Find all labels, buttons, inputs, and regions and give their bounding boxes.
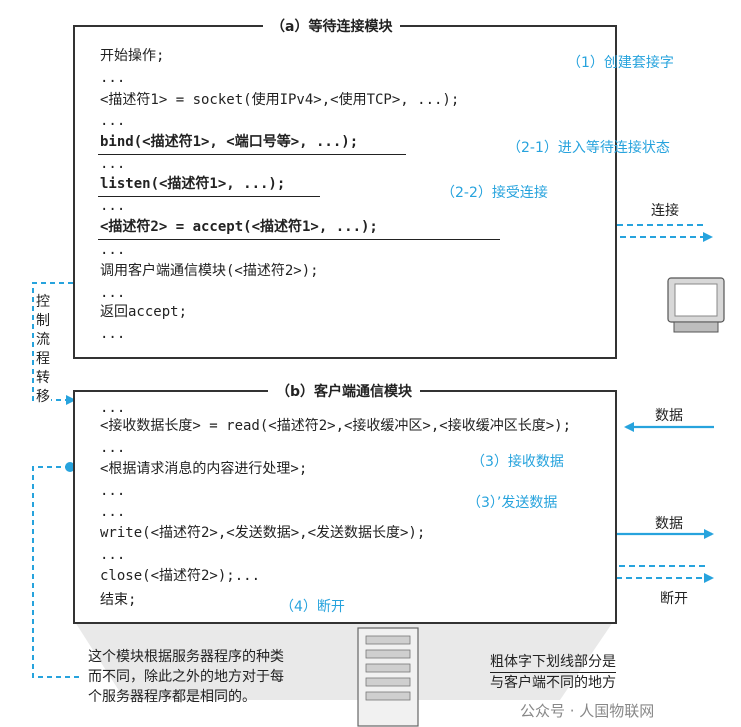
code-line-a1: ... — [100, 70, 126, 86]
annotation-receive-data: （3）接收数据 — [471, 454, 564, 470]
underline-bind — [98, 154, 406, 155]
code-line-b4: ... — [100, 483, 126, 499]
annotation-wait-connection: （2-1）进入等待连接状态 — [507, 140, 670, 156]
code-line-listen: listen(<描述符1>, ...); — [100, 176, 286, 192]
annotation-accept-connection: （2-2）接受连接 — [441, 185, 548, 201]
control-transfer-char: 转 — [36, 370, 50, 386]
label-data-out: 数据 — [655, 516, 683, 532]
legend-note-line: 与客户端不同的地方 — [490, 675, 616, 691]
code-line-end: 结束; — [100, 592, 137, 608]
control-transfer-char: 流 — [36, 332, 50, 348]
label-disconnect: 断开 — [660, 591, 688, 607]
code-line-write: write(<描述符2>,<发送数据>,<发送数据长度>); — [100, 525, 426, 541]
code-line-a11: ... — [100, 285, 126, 301]
module-trapezoid — [75, 622, 613, 700]
label-data-in: 数据 — [655, 408, 683, 424]
computer-icon — [667, 277, 725, 333]
control-transfer-char: 控 — [36, 294, 50, 310]
code-line-a12: 返回accept; — [100, 304, 188, 320]
box-a-title: （a）等待连接模块 — [263, 16, 401, 36]
code-line-accept: <描述符2> = accept(<描述符1>, ...); — [100, 219, 378, 235]
code-line-b2: ... — [100, 440, 126, 456]
code-line-a7: ... — [100, 198, 126, 214]
client-communication-module-box — [73, 390, 617, 624]
module-note-line: 这个模块根据服务器程序的种类 — [88, 649, 284, 665]
code-line-b7: ... — [100, 547, 126, 563]
code-line-a5: ... — [100, 156, 126, 172]
code-line-a13: ... — [100, 326, 126, 342]
waiting-connection-module-box — [73, 25, 617, 359]
underline-listen — [98, 196, 320, 197]
code-line-bind: bind(<描述符1>, <端口号等>, ...); — [100, 134, 359, 150]
code-line-a3: ... — [100, 113, 126, 129]
code-line-process: <根据请求消息的内容进行处理>; — [100, 461, 308, 477]
module-note-line: 而不同，除此之外的地方对于每 — [88, 669, 284, 685]
module-bracket-line — [32, 466, 83, 678]
code-line-b0: ... — [100, 400, 126, 416]
control-transfer-char: 移 — [36, 389, 50, 405]
annotation-create-socket: （1）创建套接字 — [567, 55, 674, 71]
control-transfer-char: 程 — [36, 351, 50, 367]
dot-bracket — [65, 462, 75, 472]
legend-note-line: 粗体字下划线部分是 — [490, 652, 616, 673]
code-line-read: <接收数据长度> = read(<描述符2>,<接收缓冲区>,<接收缓冲区长度>… — [100, 418, 572, 434]
box-b-title: （b）客户端通信模块 — [268, 381, 421, 401]
code-line-a2: <描述符1> = socket(使用IPv4>,<使用TCP>, ...); — [100, 92, 460, 108]
legend-note: 粗体字下划线部分是 与客户端不同的地方 — [490, 652, 616, 693]
server-icon — [357, 627, 419, 727]
control-transfer-label: 控 制 流 程 转 移 — [35, 293, 51, 407]
code-line-a10: 调用客户端通信模块(<描述符2>); — [100, 263, 319, 279]
label-connect: 连接 — [651, 203, 679, 219]
control-transfer-line — [32, 282, 76, 405]
code-line-a9: ... — [100, 242, 126, 258]
watermark: 公众号 · 人国物联网 — [520, 702, 655, 720]
annotation-send-data: （3）’发送数据 — [467, 495, 558, 511]
underline-accept — [98, 239, 500, 240]
module-note-line: 个服务器程序都是相同的。 — [88, 689, 256, 705]
annotation-disconnect: （4）断开 — [280, 599, 345, 615]
module-note: 这个模块根据服务器程序的种类 而不同，除此之外的地方对于每 个服务器程序都是相同… — [88, 647, 284, 707]
code-line-b5: ... — [100, 504, 126, 520]
code-line-a0: 开始操作; — [100, 48, 165, 64]
control-transfer-char: 制 — [36, 313, 50, 329]
code-line-close: close(<描述符2>);... — [100, 568, 261, 584]
